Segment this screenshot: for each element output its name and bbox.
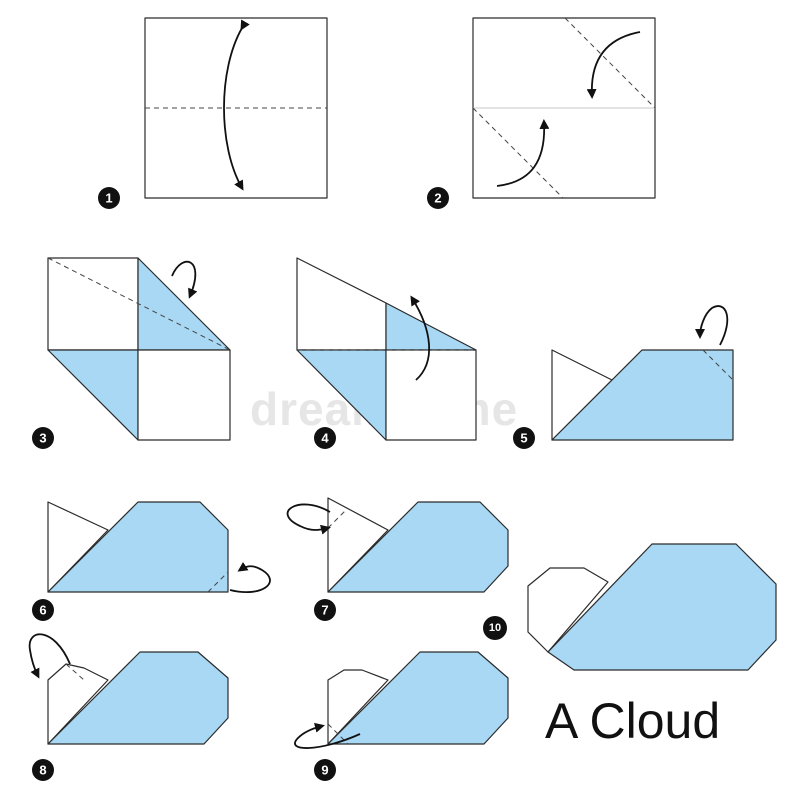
step-6-figure — [47, 501, 271, 594]
step-badge: 10 — [483, 616, 507, 640]
step-9-figure — [294, 651, 509, 749]
step-5-figure — [551, 305, 734, 441]
step-number: 4 — [321, 431, 329, 446]
step-badge: 5 — [513, 427, 535, 449]
fold-arrow — [286, 503, 331, 535]
step-number: 2 — [434, 191, 441, 206]
fold-arrow — [171, 260, 198, 299]
step-badge: 1 — [98, 187, 120, 209]
step-1-figure — [144, 17, 328, 199]
fold-arrow — [223, 19, 250, 191]
step-number: 1 — [105, 191, 112, 206]
step-number: 5 — [520, 431, 527, 446]
fold-arrow — [229, 561, 271, 594]
fold-arrow — [695, 305, 729, 346]
step-badge: 2 — [427, 187, 449, 209]
step-badge: 9 — [314, 759, 336, 781]
step-badge: 6 — [32, 599, 54, 621]
fold-arrow — [586, 31, 641, 99]
step-4-figure — [296, 257, 477, 441]
fold-arrow — [410, 295, 430, 381]
step-badge: 8 — [32, 759, 54, 781]
fold-arrow — [28, 633, 71, 679]
fold-arrow — [294, 722, 361, 749]
step-badge: 4 — [314, 427, 336, 449]
step-7-figure — [286, 497, 509, 593]
step-number: 3 — [39, 431, 46, 446]
step-number: 7 — [321, 603, 328, 618]
step-number: 9 — [321, 763, 328, 778]
step-badge: 7 — [314, 599, 336, 621]
step-number: 8 — [39, 763, 46, 778]
step-3-figure — [47, 257, 231, 441]
fold-arrow — [496, 119, 550, 187]
step-number: 6 — [39, 603, 46, 618]
step-10-figure — [527, 543, 777, 671]
step-badge: 3 — [32, 427, 54, 449]
diagram-title: A Cloud — [545, 693, 720, 749]
step-8-figure — [28, 633, 229, 745]
step-number: 10 — [489, 622, 501, 634]
step-2-figure — [472, 17, 656, 199]
